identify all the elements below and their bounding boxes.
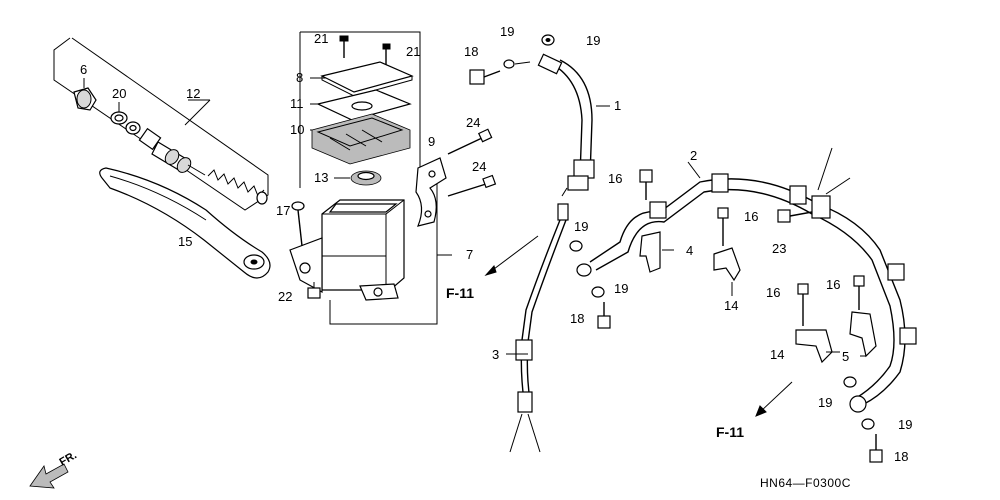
callout-9: 9 — [428, 134, 435, 149]
leader-lines — [188, 77, 866, 357]
callout-17: 17 — [276, 203, 290, 218]
part-bolt-23 — [777, 209, 813, 223]
callout-19-e: 19 — [818, 395, 832, 410]
part-plate-11 — [316, 89, 412, 121]
callout-10: 10 — [290, 122, 304, 137]
ref-f11-upper: F-11 — [446, 285, 474, 301]
part-bolt-18-lower — [869, 434, 883, 463]
callout-19-c: 19 — [574, 219, 588, 234]
callout-labels: 1 2 3 4 5 6 7 8 9 10 11 12 13 14 14 15 1… — [58, 24, 913, 490]
piston-kit-frame — [53, 37, 269, 211]
part-bolt-16-a — [639, 169, 653, 200]
callout-8: 8 — [296, 70, 303, 85]
callout-6: 6 — [80, 62, 87, 77]
part-hose-2 — [576, 147, 917, 417]
callout-19-f: 19 — [898, 417, 912, 432]
part-holder-9 — [415, 157, 447, 227]
callout-12: 12 — [186, 86, 200, 101]
callout-7: 7 — [466, 247, 473, 262]
ref-f11-lower: F-11 — [716, 424, 744, 440]
callout-14-lower: 14 — [770, 347, 784, 362]
callout-1: 1 — [614, 98, 621, 113]
callout-13: 13 — [314, 170, 328, 185]
part-boot-6 — [73, 78, 97, 111]
part-bracket-5 — [849, 275, 877, 358]
callout-16-a: 16 — [608, 171, 622, 186]
callout-24-b: 24 — [472, 159, 486, 174]
callout-24-a: 24 — [466, 115, 480, 130]
front-arrow — [29, 463, 69, 489]
part-bolt-18-upper — [469, 34, 555, 85]
callout-20: 20 — [112, 86, 126, 101]
part-bracket-4 — [639, 231, 661, 273]
callout-19-a: 19 — [500, 24, 514, 39]
callout-18-lower: 18 — [894, 449, 908, 464]
part-piston-assy — [138, 127, 206, 176]
part-cap-8 — [320, 61, 414, 97]
callout-21-b: 21 — [406, 44, 420, 59]
callout-2: 2 — [690, 148, 697, 163]
front-arrow-label: FR. — [58, 449, 79, 468]
part-hose-3 — [484, 203, 569, 453]
callout-14-upper: 14 — [724, 298, 738, 313]
part-washers-19 — [569, 240, 875, 430]
callout-23: 23 — [772, 241, 786, 256]
callout-18-upper: 18 — [464, 44, 478, 59]
callout-4: 4 — [686, 243, 693, 258]
callout-19-b: 19 — [586, 33, 600, 48]
callout-5: 5 — [842, 349, 849, 364]
part-ring-13 — [350, 170, 382, 186]
part-screws-21 — [339, 35, 391, 66]
callout-19-d: 19 — [614, 281, 628, 296]
callout-22: 22 — [278, 289, 292, 304]
callout-16-c: 16 — [766, 285, 780, 300]
diagram-code: HN64—F0300C — [760, 476, 851, 490]
part-bracket-14-lower — [795, 283, 833, 364]
part-bolt-17 — [291, 201, 305, 247]
part-bolts-24 — [447, 128, 497, 197]
part-bolt-18-mid — [597, 302, 611, 329]
callout-21-a: 21 — [314, 31, 328, 46]
part-spring — [207, 169, 268, 205]
callout-16-d: 16 — [826, 277, 840, 292]
part-master-cylinder-body — [289, 199, 405, 301]
callout-16-b: 16 — [744, 209, 758, 224]
callout-18-mid: 18 — [570, 311, 584, 326]
part-nut-22 — [307, 282, 321, 299]
part-diaphragm-10 — [311, 113, 411, 165]
part-hose-1 — [537, 53, 595, 197]
part-bracket-14-upper — [713, 207, 741, 282]
part-circlip-20 — [110, 102, 141, 135]
callout-11: 11 — [290, 96, 304, 111]
callout-3: 3 — [492, 347, 499, 362]
part-lever-15 — [99, 167, 271, 279]
callout-15: 15 — [178, 234, 192, 249]
